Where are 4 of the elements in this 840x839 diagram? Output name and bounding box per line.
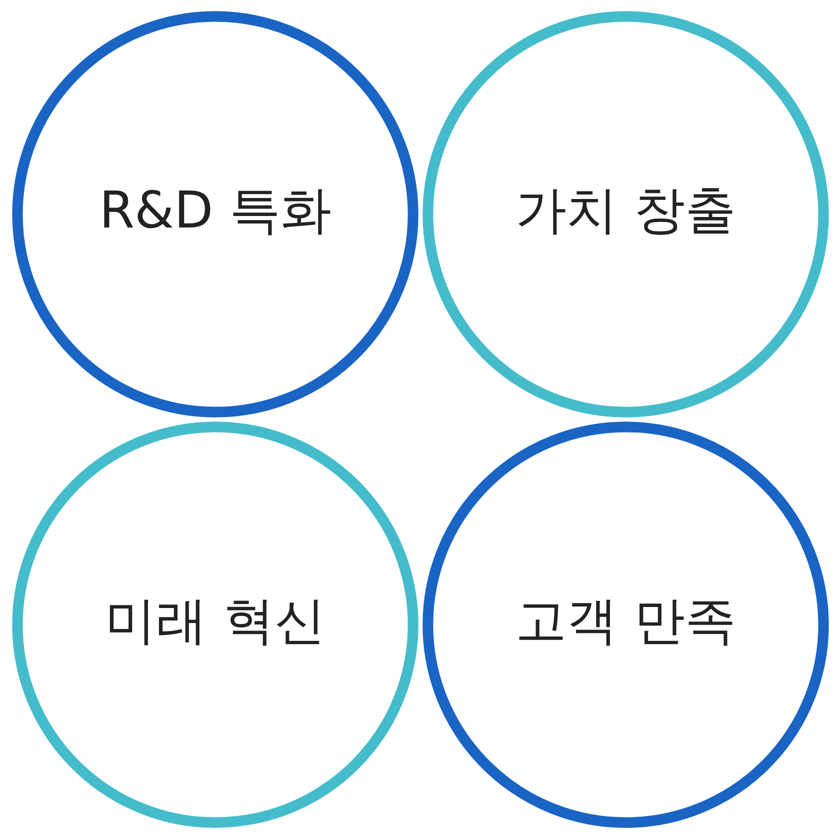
node-circle: R&D 특화 <box>12 11 418 418</box>
node-circle: 가치 창출 <box>422 11 828 418</box>
node-circle: 고객 만족 <box>422 422 828 828</box>
node-circle: 미래 혁신 <box>12 422 418 828</box>
